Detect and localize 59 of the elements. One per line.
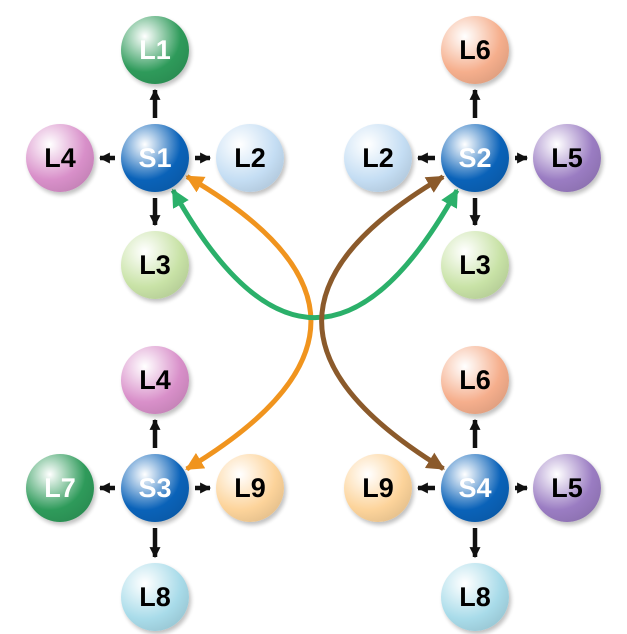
- arrow: [470, 88, 480, 118]
- node-label: L2: [362, 144, 394, 172]
- circle-node: [121, 124, 189, 192]
- circle-node: [121, 346, 189, 414]
- circle-node: [26, 124, 94, 192]
- arrow: [515, 152, 528, 164]
- node-label: L6: [459, 36, 491, 64]
- arrow: [150, 528, 160, 558]
- arrow: [150, 418, 160, 448]
- node-label: L5: [551, 144, 583, 172]
- node-label: S2: [458, 144, 492, 172]
- node-label: L4: [139, 366, 171, 394]
- node-label: L1: [139, 36, 171, 64]
- node-label: L5: [551, 474, 583, 502]
- arrow: [195, 152, 212, 164]
- circle-node: [344, 454, 412, 522]
- node-label: S4: [458, 474, 492, 502]
- circle-node: [26, 454, 94, 522]
- node-label: L4: [44, 144, 76, 172]
- node-label: L9: [234, 474, 266, 502]
- circle-node: [441, 16, 509, 84]
- node-label: L6: [459, 366, 491, 394]
- circle-node: [441, 124, 509, 192]
- circle-node: [216, 124, 284, 192]
- circle-node: [441, 231, 509, 299]
- node-label: L3: [459, 252, 491, 278]
- circle-node: [121, 16, 189, 84]
- curved-arrow: [170, 188, 460, 320]
- arrow: [416, 482, 435, 494]
- circle-node: [441, 563, 509, 631]
- arrow: [150, 198, 160, 226]
- arrow: [515, 482, 528, 494]
- arrow: [470, 528, 480, 558]
- arrow: [416, 152, 435, 164]
- circle-node: [121, 231, 189, 299]
- node-label: L7: [44, 474, 76, 502]
- arrow: [150, 88, 160, 118]
- arrow: [470, 198, 480, 226]
- circle-node: [344, 124, 412, 192]
- circle-node: [121, 454, 189, 522]
- arrow: [470, 418, 480, 448]
- circle-node: [533, 454, 601, 522]
- arrow: [98, 482, 115, 494]
- arrow: [98, 152, 115, 164]
- circle-node: [441, 346, 509, 414]
- arrow: [195, 482, 212, 494]
- node-label: L8: [459, 584, 491, 610]
- node-label: L8: [139, 584, 171, 610]
- circle-node: [121, 563, 189, 631]
- node-label: L2: [234, 144, 266, 172]
- node-label: L9: [362, 474, 394, 502]
- curved-arrow: [185, 174, 314, 472]
- curved-arrow: [319, 174, 445, 471]
- circle-node: [216, 454, 284, 522]
- node-label: L3: [139, 252, 171, 278]
- node-label: S3: [138, 474, 172, 502]
- node-label: S1: [138, 144, 172, 172]
- circle-node: [533, 124, 601, 192]
- circle-node: [441, 454, 509, 522]
